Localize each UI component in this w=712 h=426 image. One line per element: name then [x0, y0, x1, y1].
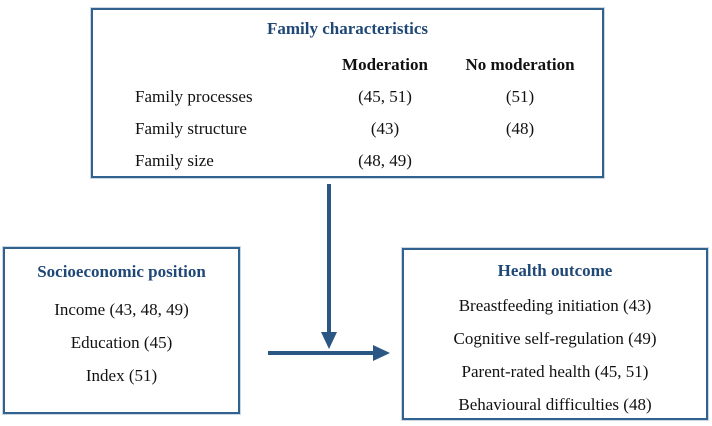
row-label-family-size: Family size — [135, 151, 214, 170]
row-label-family-structure: Family structure — [135, 119, 247, 138]
row-label-family-processes: Family processes — [135, 87, 253, 106]
family-characteristics-table: Moderation No moderation Family processe… — [135, 49, 602, 177]
item-education: Education (45) — [70, 332, 173, 352]
family-characteristics-box: Family characteristics Moderation No mod… — [91, 8, 604, 178]
item-breastfeeding-initiation: Breastfeeding initiation (43) — [458, 295, 652, 315]
exposure-to-outcome-arrow-right — [268, 345, 390, 361]
item-behavioural-difficulties: Behavioural difficulties (48) — [458, 394, 652, 414]
health-outcome-box: Health outcome Breastfeeding initiation … — [402, 248, 708, 420]
item-index: Index (51) — [85, 365, 158, 385]
column-header-moderation: Moderation — [342, 55, 428, 74]
item-parent-rated-health: Parent-rated health (45, 51) — [461, 361, 649, 381]
cell-family-size-moderation: (48, 49) — [358, 151, 412, 170]
item-income: Income (43, 48, 49) — [54, 299, 189, 319]
item-cognitive-self-regulation: Cognitive self-regulation (49) — [453, 328, 657, 348]
health-outcome-items: Breastfeeding initiation (43) Cognitive … — [404, 289, 706, 421]
family-characteristics-title: Family characteristics — [267, 19, 428, 38]
cell-family-processes-no-moderation: (51) — [505, 87, 535, 106]
health-outcome-title: Health outcome — [497, 261, 613, 280]
cell-family-structure-no-moderation: (48) — [505, 119, 535, 138]
socioeconomic-position-items: Income (43, 48, 49) Education (45) Index… — [5, 293, 238, 392]
moderation-arrow-down — [321, 184, 337, 349]
table-corner-cell — [135, 49, 325, 81]
socioeconomic-position-box: Socioeconomic position Income (43, 48, 4… — [3, 247, 240, 414]
socioeconomic-position-title: Socioeconomic position — [37, 262, 206, 281]
cell-family-size-no-moderation — [445, 145, 595, 177]
column-header-no-moderation: No moderation — [465, 55, 575, 74]
cell-family-structure-moderation: (43) — [370, 119, 400, 138]
cell-family-processes-moderation: (45, 51) — [358, 87, 412, 106]
